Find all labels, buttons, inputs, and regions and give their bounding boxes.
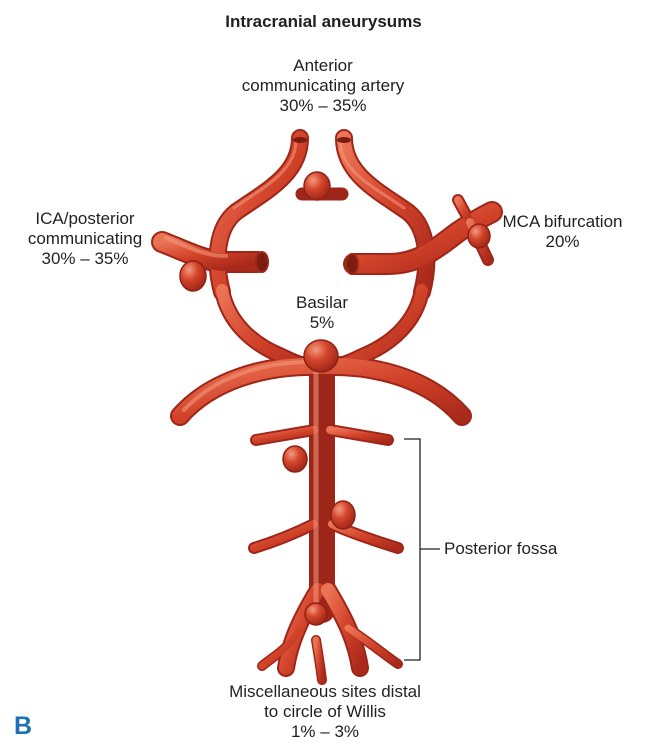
mca-label: MCA bifurcation 20% bbox=[490, 212, 635, 252]
mca-bifurcation-aneurysm bbox=[468, 224, 490, 248]
basilar-label-pct: 5% bbox=[272, 313, 372, 333]
acom-label-line1: Anterior bbox=[210, 56, 436, 76]
mca-label-pct: 20% bbox=[490, 232, 635, 252]
misc-label-line2: to circle of Willis bbox=[190, 702, 460, 722]
misc-label-pct: 1% – 3% bbox=[190, 722, 460, 742]
ica-label: ICA/posterior communicating 30% – 35% bbox=[10, 209, 160, 269]
panel-letter: B bbox=[14, 712, 32, 741]
misc-label-line1: Miscellaneous sites distal bbox=[190, 682, 460, 702]
aica-aneurysm bbox=[331, 501, 355, 529]
basilar-label-line1: Basilar bbox=[272, 293, 372, 313]
posterior-fossa-bracket bbox=[404, 439, 440, 660]
acom-aneurysm bbox=[304, 172, 330, 200]
vessel-network bbox=[162, 138, 492, 680]
sca-aneurysm bbox=[283, 446, 307, 472]
acom-label-pct: 30% – 35% bbox=[210, 96, 436, 116]
basilar-tip-aneurysm bbox=[304, 340, 338, 372]
vertebral-aneurysm bbox=[305, 603, 327, 625]
right-aca-cut-end bbox=[337, 137, 351, 143]
ica-label-line1: ICA/posterior bbox=[10, 209, 160, 229]
ica-pcom-aneurysm bbox=[180, 261, 206, 291]
figure-title: Intracranial aneurysums bbox=[0, 12, 647, 32]
ica-label-pct: 30% – 35% bbox=[10, 249, 160, 269]
right-ica-cut-end bbox=[346, 254, 358, 274]
misc-label: Miscellaneous sites distal to circle of … bbox=[190, 682, 460, 742]
basilar-label: Basilar 5% bbox=[272, 293, 372, 333]
mca-label-line1: MCA bifurcation bbox=[490, 212, 635, 232]
left-ica-cut-end bbox=[256, 252, 268, 272]
left-aca-cut-end bbox=[293, 137, 307, 143]
acom-label-line2: communicating artery bbox=[210, 76, 436, 96]
posterior-fossa-label: Posterior fossa bbox=[444, 539, 557, 559]
ica-label-line2: communicating bbox=[10, 229, 160, 249]
acom-label: Anterior communicating artery 30% – 35% bbox=[210, 56, 436, 116]
